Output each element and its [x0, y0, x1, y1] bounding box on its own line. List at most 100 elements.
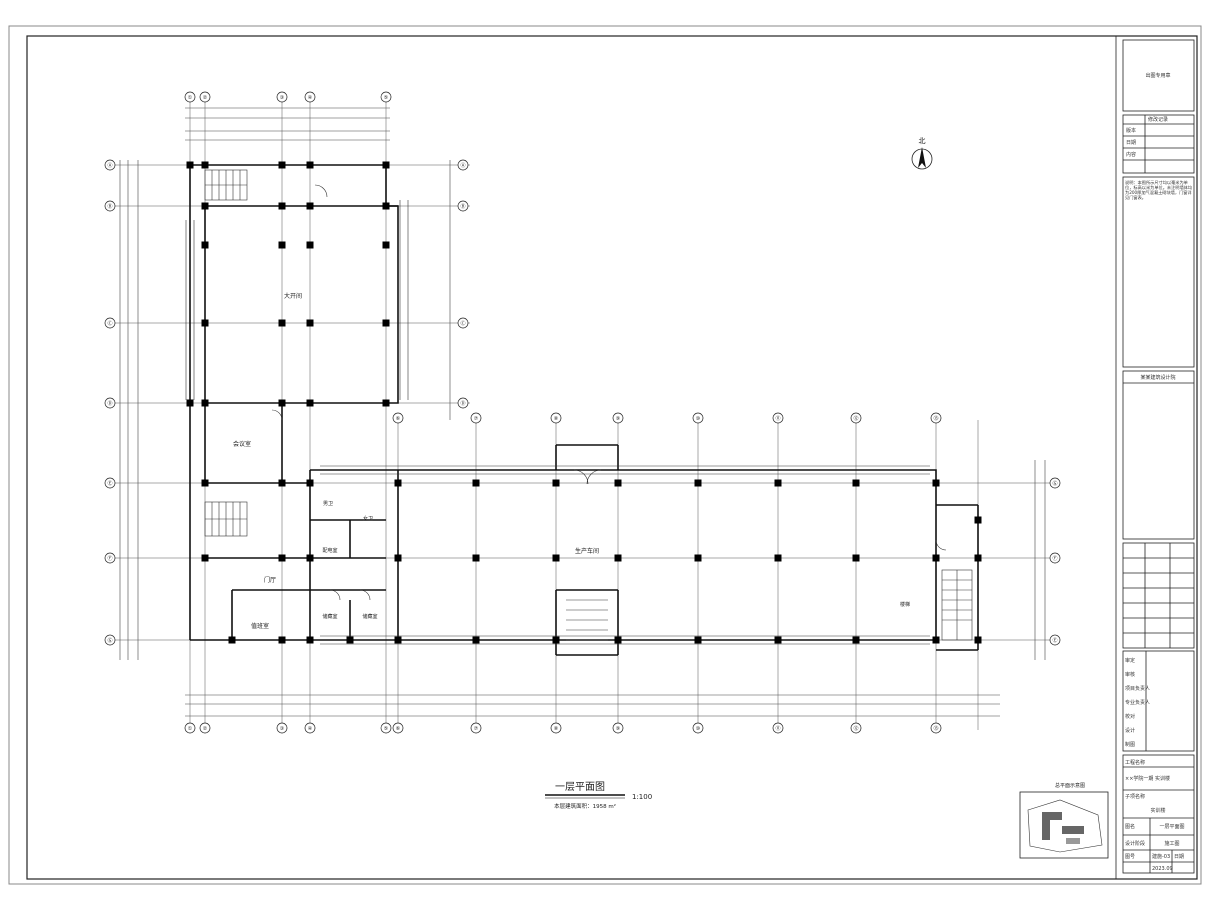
date-label: 日期 — [1174, 854, 1184, 860]
axis-label: Ⓖ — [1052, 480, 1057, 487]
axis-label: Ⓒ — [107, 320, 112, 327]
axis-label: Ⓕ — [107, 555, 112, 562]
axis-bubble — [612, 722, 624, 734]
axis-label: Ⓔ — [1052, 637, 1057, 644]
column — [201, 319, 209, 327]
axis-bubble — [772, 722, 784, 734]
stair-north — [204, 169, 248, 201]
room-label-stair: 楼梯 — [900, 601, 910, 608]
column — [306, 636, 314, 644]
column — [382, 241, 390, 249]
grid-lines — [115, 96, 1055, 730]
axis-label: ⑨ — [616, 416, 620, 422]
axis-label: ⑬ — [933, 725, 938, 732]
top-dimensions — [185, 107, 390, 141]
sign-row: 专业负责人 — [1125, 699, 1150, 706]
column — [306, 554, 314, 562]
revision-header-3: 内容 — [1126, 151, 1136, 158]
column — [552, 479, 560, 487]
column — [306, 319, 314, 327]
notes-box — [1122, 176, 1195, 368]
column — [852, 479, 860, 487]
axis-label: ⑤ — [384, 95, 388, 101]
axis-bubble — [457, 317, 469, 329]
revision-header-1: 版本 — [1126, 127, 1136, 134]
column — [774, 479, 782, 487]
axis-bubble — [930, 722, 942, 734]
column — [201, 554, 209, 562]
axis-bubble — [199, 91, 211, 103]
column — [346, 636, 354, 644]
axis-label: ⑥ — [396, 416, 401, 422]
revision-label: 修改记录 — [1148, 116, 1168, 123]
subproject-name: 实训楼 — [1150, 807, 1165, 814]
project-info-box — [1122, 754, 1195, 874]
column — [932, 636, 940, 644]
column — [201, 479, 209, 487]
drawing-title: 一层平面图 — [555, 781, 605, 793]
sign-row: 审核 — [1125, 671, 1135, 678]
sign-row: 设计 — [1125, 727, 1135, 734]
room-label-north-hall: 大开间 — [284, 292, 302, 300]
room-label-wc-f: 女卫 — [363, 515, 373, 522]
axis-label: ⑪ — [775, 415, 780, 422]
column — [278, 319, 286, 327]
axis-label: ⑥ — [396, 726, 401, 732]
axis-label: ⑩ — [696, 726, 701, 732]
drawing-name-value: 一层平面图 — [1159, 824, 1184, 830]
axis-label: Ⓖ — [107, 637, 112, 644]
axis-bubble — [104, 397, 116, 409]
axis-bubble — [392, 412, 404, 424]
column — [852, 554, 860, 562]
axis-bubble — [304, 722, 316, 734]
room-label-wc-m: 男卫 — [323, 501, 333, 507]
column — [306, 479, 314, 487]
project-label: 工程名称 — [1125, 759, 1145, 766]
axis-bubble — [1049, 634, 1061, 646]
window-marks — [185, 200, 930, 645]
column — [394, 554, 402, 562]
axis-label: ⑧ — [554, 416, 559, 422]
axis-bubble — [692, 412, 704, 424]
axis-label: ⑬ — [933, 415, 938, 422]
north-label: 北 — [919, 137, 926, 145]
drawing-no-label: 图号 — [1125, 854, 1135, 860]
area-note: 本层建筑面积：1958 m² — [554, 802, 616, 810]
phase-label: 设计阶段 — [1125, 840, 1145, 847]
column — [472, 479, 480, 487]
drawing-title-block: 一层平面图 1:100 本层建筑面积：1958 m² — [545, 781, 652, 810]
title-block — [1115, 36, 1195, 879]
column — [201, 202, 209, 210]
axis-bubble — [184, 91, 196, 103]
column — [306, 241, 314, 249]
room-label-duty: 配电室 — [322, 547, 337, 554]
column — [614, 554, 622, 562]
column — [932, 554, 940, 562]
notes-text: 说明：本图所示尺寸均以毫米为单位，标高以米为单位。未注明墙体均为200厚加气混凝… — [1125, 180, 1192, 200]
axis-bubble — [304, 91, 316, 103]
phase-value: 施工图 — [1164, 840, 1179, 847]
column — [278, 202, 286, 210]
subproject-label: 子项名称 — [1125, 793, 1145, 800]
column — [382, 319, 390, 327]
room-label-office: 值班室 — [251, 622, 269, 630]
axis-label: Ⓓ — [460, 400, 465, 407]
column — [278, 161, 286, 169]
inner-border — [26, 35, 1198, 880]
column — [186, 161, 194, 169]
axis-label: Ⓔ — [107, 480, 112, 487]
column — [694, 479, 702, 487]
column — [278, 636, 286, 644]
column — [932, 479, 940, 487]
axis-label: Ⓑ — [460, 203, 465, 210]
column — [394, 479, 402, 487]
room-label-west-room: 会议室 — [233, 440, 251, 448]
sign-row: 校对 — [1125, 713, 1135, 720]
axis-label: ⑦ — [474, 416, 479, 422]
axis-label: ② — [203, 95, 208, 101]
signature-box — [1122, 650, 1195, 752]
axis-bubble — [104, 159, 116, 171]
north-arrow: 北 — [911, 137, 933, 170]
